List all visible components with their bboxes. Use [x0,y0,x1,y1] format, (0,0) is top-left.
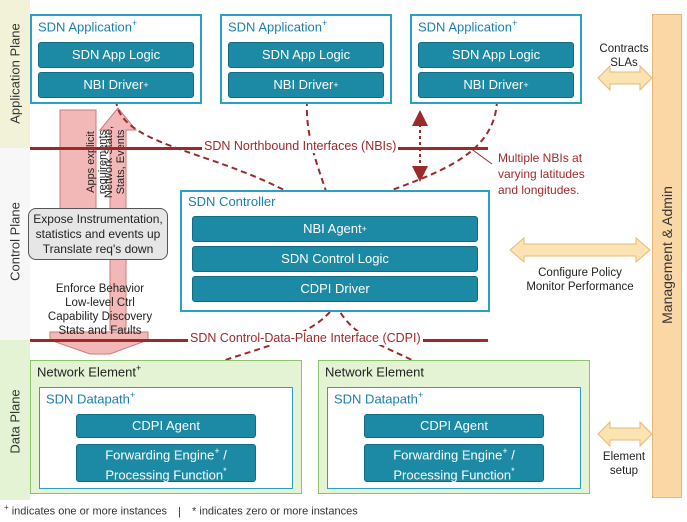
cdpi-driver: CDPI Driver [192,276,478,302]
ne-title: Network Element [37,364,136,380]
nbi-driver: NBI Driver+ [38,72,194,98]
nbi-driver: NBI Driver+ [228,72,384,98]
nbi-dashed-1 [115,99,322,213]
enforce-item: Stats and Faults [58,325,142,337]
enforce-item: Capability Discovery [47,311,153,323]
events-label: Network State, Stats, Events [103,125,127,199]
network-element-2: Network Element SDN Datapath+ CDPI Agent… [318,360,590,494]
engine-label: Forwarding Engine [105,447,215,462]
app-logic: SDN App Logic [228,42,384,68]
function-sup: * [511,466,515,476]
control-logic: SDN Control Logic [192,246,478,272]
app-logic: SDN App Logic [418,42,574,68]
controller-title: SDN Controller [188,194,276,209]
management-admin-label: Management & Admin [659,186,675,324]
nbi-label: SDN Northbound Interfaces (NBIs) [202,139,399,153]
star-text: indicates zero or more instances [196,505,358,518]
policy-label: Configure Policy Monitor Performance [512,266,648,294]
datapath-sup: + [417,390,424,400]
nbi-driver-sup: + [523,80,529,90]
enforce-list: Enforce Behavior Low-level Ctrl Capabili… [30,282,170,338]
policy-arrow [509,236,651,264]
element-setup-label: Element setup [596,450,652,478]
nbi-driver-sup: + [333,80,339,90]
nbi-note-connector [410,147,493,165]
nbi-driver-label: NBI Driver [83,77,144,92]
app-sup: + [131,18,138,28]
nbi-driver: NBI Driver+ [418,72,574,98]
function-label: Processing Function [105,467,224,483]
forwarding-engine: Forwarding Engine+ / Processing Function… [76,444,256,482]
contracts-label: Contracts SLAs [596,42,652,70]
management-admin-bar [652,14,682,498]
function-sup: * [223,466,227,476]
element-setup-arrow [597,420,653,448]
enforce-item: Enforce Behavior [55,283,145,295]
nbi-note: Multiple NBIs at varying latitudes and l… [498,151,585,197]
nbi-agent-sup: + [361,224,367,234]
engine-rest: / [219,447,227,462]
app-sup: + [511,18,518,28]
ne-sup: + [135,363,142,373]
cdpi-label: SDN Control-Data-Plane Interface (CDPI) [188,331,423,345]
data-plane-band [0,340,30,500]
policy-line: Monitor Performance [526,281,634,293]
engine-rest: / [507,447,515,462]
element-setup-line: setup [609,465,639,477]
datapath-title: SDN Datapath [334,391,418,407]
nbi-agent-label: NBI Agent [303,221,362,236]
nbi-driver-sup: + [143,80,149,90]
app-sup: + [321,18,328,28]
app-title: SDN Application [418,19,512,35]
element-setup-line: Element [602,451,646,463]
enforce-item: Low-level Ctrl [65,297,135,309]
engine-label: Forwarding Engine [393,447,503,462]
cdpi-agent: CDPI Agent [76,414,256,438]
footnote-separator: | [178,505,181,518]
app-logic: SDN App Logic [38,42,194,68]
footnote: + indicates one or more instances | * in… [4,503,358,518]
datapath-sup: + [129,390,136,400]
policy-line: Configure Policy [538,267,622,279]
sdn-application-1: SDN Application+ SDN App Logic NBI Drive… [30,14,202,104]
application-plane-band [0,0,30,148]
cdpi-dashed-1 [165,303,337,411]
contracts-line: Contracts [599,43,649,55]
engine-sup: + [214,445,220,456]
nbi-driver-label: NBI Driver [463,77,524,92]
function-label: Processing Function [393,467,512,483]
sdn-datapath: SDN Datapath+ CDPI Agent Forwarding Engi… [327,387,581,489]
sdn-controller: SDN Controller NBI Agent+ SDN Control Lo… [180,190,490,312]
datapath-title: SDN Datapath [46,391,130,407]
cdpi-agent: CDPI Agent [364,414,544,438]
ne-title: Network Element [325,364,424,380]
star-symbol: * [192,505,197,518]
nbi-driver-label: NBI Driver [273,77,334,92]
forwarding-engine: Forwarding Engine+ / Processing Function… [364,444,544,482]
app-title: SDN Application [228,19,322,35]
sdn-application-3: SDN Application+ SDN App Logic NBI Drive… [410,14,582,104]
engine-sup: + [502,445,508,456]
instrumentation-box: Expose Instrumentation, statistics and e… [28,208,168,260]
plus-text: indicates one or more instances [8,505,168,518]
sdn-application-2: SDN Application+ SDN App Logic NBI Drive… [220,14,392,104]
nbi-agent: NBI Agent+ [192,216,478,242]
control-plane-band [0,148,30,340]
network-element-1: Network Element+ SDN Datapath+ CDPI Agen… [30,360,302,494]
plus-symbol: + [4,503,9,512]
sdn-datapath: SDN Datapath+ CDPI Agent Forwarding Engi… [39,387,293,489]
app-title: SDN Application [38,19,132,35]
contracts-line: SLAs [610,57,638,69]
